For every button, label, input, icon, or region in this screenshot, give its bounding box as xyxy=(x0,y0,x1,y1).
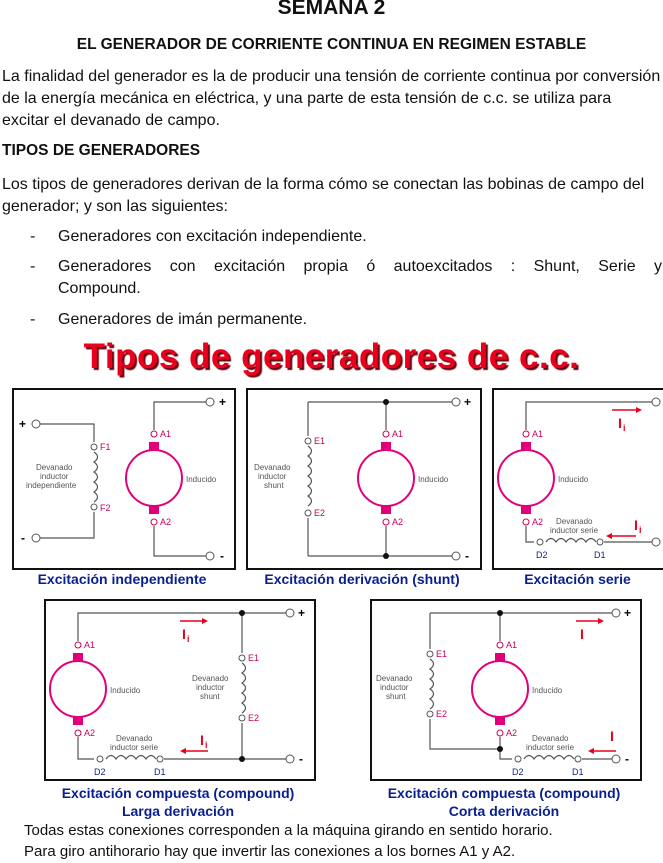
terminal-a2-label: A2 xyxy=(506,728,517,738)
armature-label: Inducido xyxy=(186,475,217,484)
terminal-minus-label: - xyxy=(625,752,629,766)
types-paragraph: Los tipos de generadores derivan de la f… xyxy=(2,176,645,215)
diagram-compound-long-shunt: I i I i + - A1 A2 E1 E2 D2 D1 Inducido D… xyxy=(44,599,316,781)
terminal-d1-label: D1 xyxy=(594,550,606,560)
terminal-e1-label: E1 xyxy=(436,649,447,659)
terminal-a1-label: A1 xyxy=(160,429,171,439)
terminal-a1-label: A1 xyxy=(392,429,403,439)
terminal-minus-label: - xyxy=(299,752,303,766)
terminal-minus-label: - xyxy=(220,549,224,563)
shunt-winding-label-line2: inductor xyxy=(380,683,409,692)
winding-label-line1: Devanado xyxy=(556,517,593,526)
terminal-plus-label: + xyxy=(464,395,471,409)
diagram-shunt-excitation: + - E1 E2 A1 A2 Inducido Devanado induct… xyxy=(246,388,482,570)
caption-compound-long-line1: Excitación compuesta (compound) xyxy=(61,785,295,801)
page-heading-week: SEMANA 2 xyxy=(277,0,386,19)
document-title: EL GENERADOR DE CORRIENTE CONTINUA EN RE… xyxy=(76,36,587,53)
terminal-e2-label: E2 xyxy=(314,508,325,518)
terminal-f2-label: F2 xyxy=(100,503,111,513)
winding-label-line1: Devanado xyxy=(254,463,291,472)
diagram-compound-short-shunt: I I + - A1 A2 E1 E2 D2 D1 Inducido Devan… xyxy=(370,599,642,781)
shunt-winding-label-line3: shunt xyxy=(386,692,406,701)
winding-label-line1: Devanado xyxy=(36,463,73,472)
current-symbol: I xyxy=(634,517,638,533)
figure-banner-title: Tipos de generadores de c.c. xyxy=(83,337,580,376)
terminal-f1-label: F1 xyxy=(100,442,111,452)
caption-compound-short-line1: Excitación compuesta (compound) xyxy=(387,785,621,801)
diagram-series-excitation: I i I i A1 A2 D2 D1 Inducido Devanado in… xyxy=(492,388,663,570)
terminal-e2-label: E2 xyxy=(436,709,447,719)
list-item-text: Compound. xyxy=(58,280,141,297)
terminal-a2-label: A2 xyxy=(532,517,543,527)
terminal-e1-label: E1 xyxy=(248,653,259,663)
winding-label-line3: shunt xyxy=(264,481,284,490)
list-dash: - xyxy=(30,311,36,328)
winding-label-line2: inductor xyxy=(258,472,287,481)
footnote-line2: Para giro antihorario hay que invertir l… xyxy=(24,843,516,860)
terminal-a2-label: A2 xyxy=(84,728,95,738)
series-winding-label-line1: Devanado xyxy=(532,734,569,743)
current-symbol: I xyxy=(182,626,186,642)
terminal-a1-label: A1 xyxy=(532,429,543,439)
current-symbol: I xyxy=(610,728,614,744)
armature-label: Inducido xyxy=(532,686,563,695)
terminal-a2-label: A2 xyxy=(392,517,403,527)
current-symbol: I xyxy=(200,732,204,748)
series-winding-label-line2: inductor serie xyxy=(526,743,575,752)
armature-label: Inducido xyxy=(558,475,589,484)
terminal-e1-label: E1 xyxy=(314,436,325,446)
series-winding-label-line1: Devanado xyxy=(116,734,153,743)
caption-shunt: Excitación derivación (shunt) xyxy=(264,571,460,587)
diagram-independent-excitation: + - + - F1 F2 A1 A2 Inducido Devanado in… xyxy=(12,388,236,570)
caption-independent: Excitación independiente xyxy=(37,571,207,587)
terminal-a1-label: A1 xyxy=(506,640,517,650)
shunt-winding-label-line1: Devanado xyxy=(192,674,229,683)
terminal-minus-label: - xyxy=(21,531,25,545)
terminal-a2-label: A2 xyxy=(160,517,171,527)
armature-label: Inducido xyxy=(418,475,449,484)
current-subscript: i xyxy=(187,634,190,644)
terminal-d2-label: D2 xyxy=(536,550,548,560)
terminal-d2-label: D2 xyxy=(512,767,524,777)
list-dash: - xyxy=(30,258,36,275)
intro-paragraph: La finalidad del generador es la de prod… xyxy=(2,68,661,129)
caption-compound-short-line2: Corta derivación xyxy=(448,803,560,819)
list-item-text: Generadores con excitación propia ó auto… xyxy=(58,258,662,275)
current-symbol: I xyxy=(618,415,622,431)
series-winding-label-line2: inductor serie xyxy=(110,743,159,752)
terminal-minus-label: - xyxy=(465,549,469,563)
list-item-text: Generadores de imán permanente. xyxy=(58,311,308,328)
shunt-winding-label-line3: shunt xyxy=(200,692,220,701)
shunt-winding-label-line1: Devanado xyxy=(376,674,413,683)
list-dash: - xyxy=(30,228,36,245)
terminal-d1-label: D1 xyxy=(154,767,166,777)
terminal-d2-label: D2 xyxy=(94,767,106,777)
terminal-plus-label: + xyxy=(624,606,631,620)
terminal-plus-label: + xyxy=(298,606,305,620)
terminal-e2-label: E2 xyxy=(248,713,259,723)
current-subscript: i xyxy=(205,740,208,750)
list-item-text: Generadores con excitación independiente… xyxy=(58,228,367,245)
shunt-winding-label-line2: inductor xyxy=(196,683,225,692)
current-symbol: I xyxy=(580,626,584,642)
terminal-a1-label: A1 xyxy=(84,640,95,650)
armature-label: Inducido xyxy=(110,686,141,695)
current-subscript: i xyxy=(639,525,642,535)
winding-label-line2: inductor xyxy=(40,472,69,481)
terminal-plus-label: + xyxy=(219,395,226,409)
winding-label-line3: independiente xyxy=(26,481,77,490)
caption-series: Excitación serie xyxy=(524,571,631,587)
section-heading: TIPOS DE GENERADORES xyxy=(2,142,201,159)
current-subscript: i xyxy=(623,423,626,433)
terminal-d1-label: D1 xyxy=(572,767,584,777)
terminal-plus-label: + xyxy=(19,417,26,431)
winding-label-line2: inductor serie xyxy=(550,526,599,535)
caption-compound-long-line2: Larga derivación xyxy=(121,803,235,819)
footnote-line1: Todas estas conexiones corresponden a la… xyxy=(24,822,553,839)
